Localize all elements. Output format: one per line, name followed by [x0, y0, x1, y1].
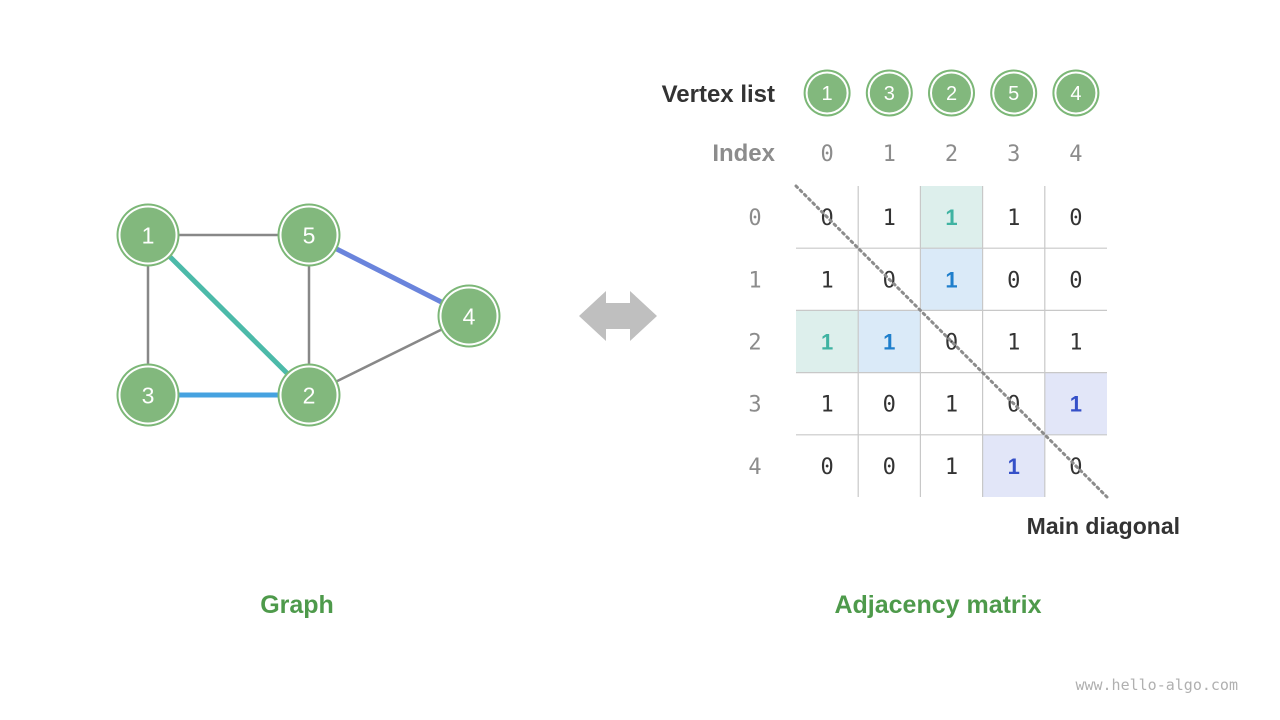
highlight-cell	[1044, 372, 1107, 435]
node-label: 1	[822, 83, 833, 105]
matrix-cell: 1	[945, 455, 958, 480]
node-fill	[281, 367, 337, 423]
graph-node-3: 3	[116, 363, 180, 427]
vertex-list-item-3: 5	[990, 69, 1038, 117]
index-label: Index	[712, 140, 775, 167]
vertex-list-item-1: 3	[865, 69, 913, 117]
node-fill	[120, 367, 176, 423]
matrix-cell: 1	[820, 268, 833, 293]
graph-node-1: 1	[116, 203, 180, 267]
node-fill	[994, 73, 1034, 113]
vertex-list-item-4: 4	[1052, 69, 1100, 117]
node-fill	[281, 207, 337, 263]
graph-node-4: 4	[437, 284, 501, 348]
highlight-cell	[982, 434, 1045, 497]
node-label: 2	[946, 83, 957, 105]
row-index: 0	[748, 206, 761, 231]
column-index: 1	[883, 142, 896, 167]
highlight-cell	[796, 310, 859, 373]
node-label: 4	[1070, 83, 1081, 105]
watermark: www.hello-algo.com	[1075, 676, 1238, 694]
matrix-cell: 1	[883, 206, 896, 231]
vertex-list-label: Vertex list	[662, 81, 775, 108]
node-label: 3	[884, 83, 895, 105]
highlight-cell	[920, 248, 983, 311]
vertex-list-item-2: 2	[928, 69, 975, 117]
index-row: 0 1 2 3 4	[820, 142, 1082, 167]
matrix-grid	[796, 186, 1107, 497]
column-index: 3	[1007, 142, 1020, 167]
node-fill	[869, 73, 909, 113]
matrix-cell: 1	[1008, 454, 1020, 479]
node-label: 1	[142, 222, 155, 248]
matrix-cell: 0	[820, 455, 833, 480]
node-label: 5	[303, 222, 316, 248]
node-fill	[1056, 73, 1096, 113]
row-index: 3	[748, 393, 761, 418]
graph-title: Graph	[260, 591, 334, 619]
graph-node-5: 5	[277, 203, 341, 267]
double-arrow-icon	[579, 291, 657, 341]
node-fill	[120, 207, 176, 263]
matrix-cell: 0	[1007, 268, 1020, 293]
main-diagonal-line	[794, 184, 1109, 499]
column-index: 2	[945, 142, 958, 167]
vertex-list-item-0: 1	[803, 69, 851, 117]
matrix-cell: 0	[1069, 206, 1082, 231]
matrix-cell: 1	[1007, 331, 1020, 356]
matrix-highlights	[796, 186, 1107, 497]
matrix-cell: 1	[1007, 206, 1020, 231]
matrix-cell: 0	[883, 455, 896, 480]
column-index: 4	[1069, 142, 1082, 167]
node-label: 5	[1008, 83, 1019, 105]
matrix-cell: 0	[1069, 268, 1082, 293]
matrix-cell: 1	[1069, 331, 1082, 356]
row-index: 2	[748, 331, 761, 356]
node-label: 2	[303, 382, 316, 408]
highlight-cell	[858, 310, 921, 373]
node-fill	[441, 288, 497, 344]
node-label: 3	[142, 382, 155, 408]
matrix-title: Adjacency matrix	[834, 591, 1041, 619]
graph-nodes: 1 5 4 3 2	[116, 203, 501, 427]
highlight-cell	[920, 186, 983, 249]
node-label: 4	[463, 303, 476, 329]
matrix-cell: 1	[945, 393, 958, 418]
matrix-cell: 1	[945, 205, 957, 230]
row-index: 1	[748, 268, 761, 293]
row-index: 4	[748, 455, 761, 480]
matrix-cell: 1	[820, 393, 833, 418]
row-indices: 0 1 2 3 4	[748, 206, 761, 480]
matrix-cell: 1	[883, 330, 895, 355]
matrix-cell: 0	[883, 393, 896, 418]
edge-1-2	[146, 233, 311, 397]
node-fill	[932, 73, 971, 113]
column-index: 0	[820, 142, 833, 167]
matrix-cell: 1	[1070, 392, 1082, 417]
main-diagonal-label: Main diagonal	[1027, 513, 1180, 539]
graph-node-2: 2	[277, 363, 341, 427]
matrix-cell: 1	[821, 330, 833, 355]
matrix-cell: 1	[945, 267, 957, 292]
node-fill	[807, 73, 847, 113]
vertex-list: 1 3 2 5 4	[803, 69, 1100, 117]
